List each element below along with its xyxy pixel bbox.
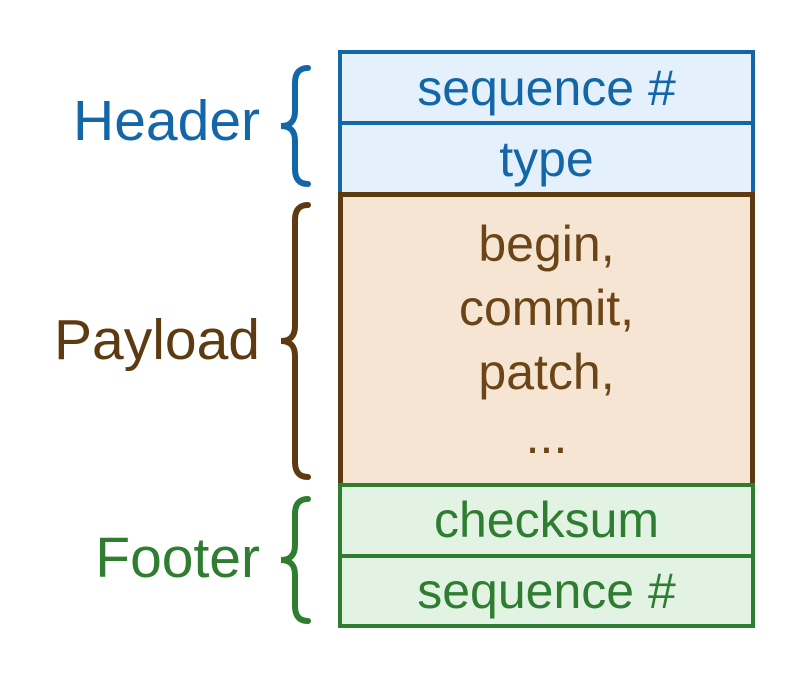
- packet-stack: sequence # type begin, commit, patch, ..…: [338, 50, 755, 628]
- payload-box: begin, commit, patch, ...: [338, 192, 755, 483]
- payload-brace-icon: [280, 202, 311, 480]
- header-brace-icon: [280, 65, 311, 187]
- header-field-type: type: [499, 130, 594, 187]
- payload-line-patch: patch,: [478, 344, 615, 400]
- payload-line-commit: commit,: [459, 280, 634, 336]
- footer-brace-icon: [280, 496, 311, 624]
- header-row-divider: [342, 121, 751, 125]
- header-box: sequence # type: [338, 50, 755, 192]
- header-section-label: Header: [73, 89, 260, 153]
- footer-field-sequence: sequence #: [417, 562, 676, 619]
- payload-section-label: Payload: [54, 308, 260, 372]
- payload-line-begin: begin,: [478, 216, 615, 272]
- payload-line-ellipsis: ...: [525, 408, 568, 464]
- footer-field-checksum: checksum: [433, 492, 660, 549]
- header-field-sequence: sequence #: [417, 59, 676, 116]
- footer-row-divider: [342, 553, 751, 558]
- footer-box: checksum sequence #: [338, 483, 755, 628]
- footer-section-label: Footer: [95, 526, 260, 590]
